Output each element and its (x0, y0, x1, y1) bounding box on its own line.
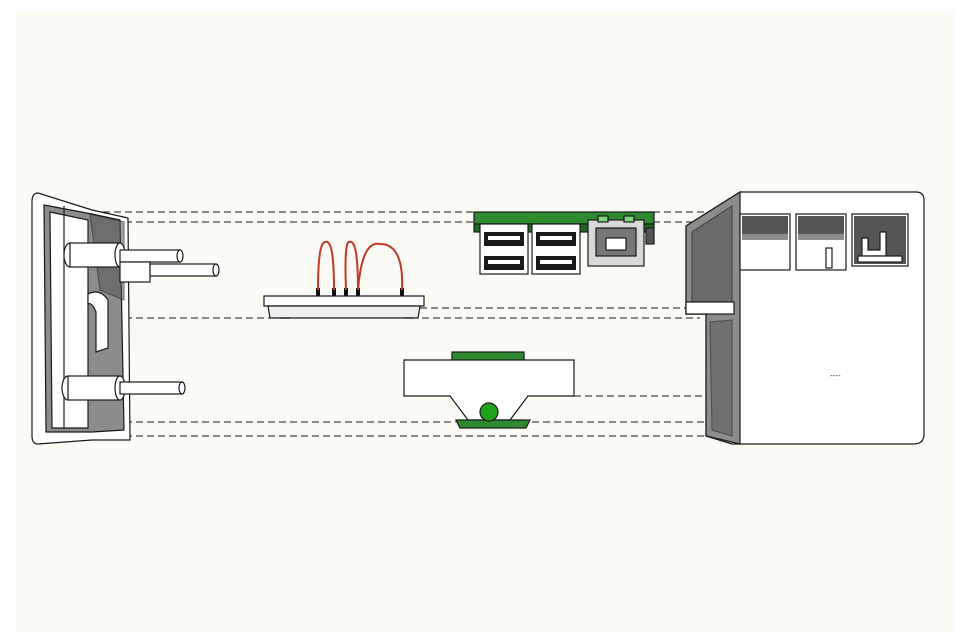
usb-ethernet-board (473, 211, 655, 275)
enclosure-port-cutouts (739, 213, 909, 271)
alignment-lines (92, 211, 720, 437)
ethernet-cutout (851, 213, 909, 267)
standoff-post-lower (61, 375, 186, 401)
ethernet-port (587, 215, 645, 267)
standoff-posts (61, 242, 220, 401)
end-cap (31, 192, 131, 445)
pin-header-board (263, 240, 425, 319)
standoff-post-upper (63, 242, 184, 268)
usb-port-stack-right (531, 223, 581, 275)
usb-cutout-right (795, 213, 847, 271)
header-pins (316, 288, 404, 296)
led-holder (403, 351, 575, 429)
jumper-wires (317, 240, 404, 291)
usb-port-stack-left (479, 223, 529, 275)
usb-cutout-left (739, 213, 791, 271)
enclosure-body: ---- (685, 190, 925, 445)
enclosure-label: ---- (830, 371, 841, 380)
led-indicator (479, 402, 499, 422)
standoff-post-middle (119, 261, 220, 283)
